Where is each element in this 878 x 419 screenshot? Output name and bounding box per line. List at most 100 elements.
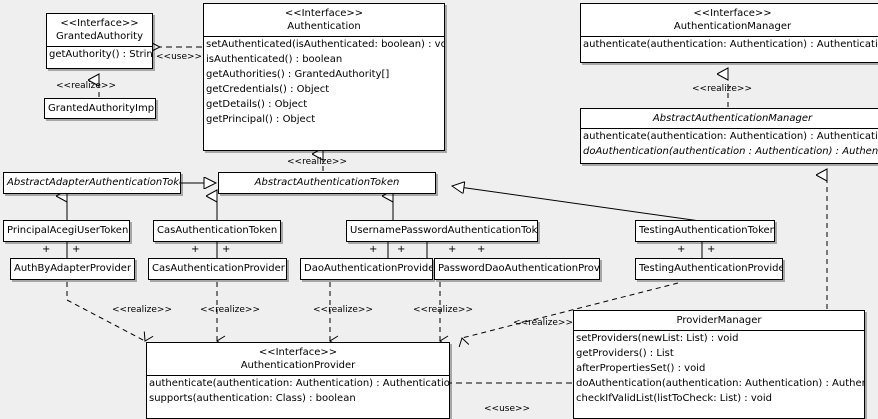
- class-header-authentication: <<Interface>> Authentication: [204, 4, 444, 36]
- stereotype-label: <<Interface>>: [258, 347, 338, 358]
- operations-compartment: authenticate(authentication: Authenticat…: [581, 37, 878, 52]
- class-name-label: Authentication: [287, 21, 361, 32]
- class-header-password-dao-authentication-provider: PasswordDaoAuthenticationProvider: [435, 259, 599, 278]
- class-name-label: AuthByAdapterProvider: [14, 263, 132, 274]
- class-authentication-manager[interactable]: <<Interface>> AuthenticationManager auth…: [580, 3, 878, 63]
- divider: [581, 36, 878, 37]
- operation-item: authenticate(authentication: Authenticat…: [583, 131, 878, 142]
- class-cas-authentication-provider[interactable]: CasAuthenticationProvider: [148, 258, 287, 280]
- class-header-granted-authority: <<Interface>> GrantedAuthority: [47, 14, 152, 46]
- class-cas-authentication-token[interactable]: CasAuthenticationToken: [153, 220, 281, 242]
- operation-item: getProviders() : List: [576, 348, 674, 359]
- class-name-label: AbstractAuthenticationToken: [254, 177, 400, 188]
- divider: [204, 36, 444, 37]
- class-name-label: AuthenticationProvider: [240, 360, 356, 371]
- class-name-label: TestingAuthenticationToken: [639, 225, 775, 236]
- class-abstract-authentication-token[interactable]: AbstractAuthenticationToken: [218, 172, 436, 194]
- operation-item: getCredentials() : Object: [206, 84, 330, 95]
- operation-item: afterPropertiesSet() : void: [576, 363, 706, 374]
- multiplicity-mark: +: [448, 244, 457, 255]
- multiplicity-mark: +: [707, 244, 716, 255]
- operations-compartment: setProviders(newList: List) : void getPr…: [574, 331, 864, 406]
- class-header-username-password-authentication-token: UsernamePasswordAuthenticationToken: [347, 221, 537, 240]
- class-authentication-provider[interactable]: <<Interface>> AuthenticationProvider aut…: [146, 342, 450, 419]
- operations-compartment: getAuthority() : String: [47, 47, 152, 62]
- class-header-dao-authentication-provider: DaoAuthenticationProvider: [301, 259, 432, 278]
- class-header-testing-authentication-token: TestingAuthenticationToken: [636, 221, 774, 240]
- multiplicity-mark: +: [397, 244, 406, 255]
- operation-item: getAuthorities() : GrantedAuthority[]: [206, 69, 390, 80]
- class-dao-authentication-provider[interactable]: DaoAuthenticationProvider: [300, 258, 433, 280]
- multiplicity-mark: +: [191, 244, 200, 255]
- class-name-label: AbstractAdapterAuthenticationToken: [7, 177, 181, 188]
- operation-item: authenticate(authentication: Authenticat…: [583, 39, 878, 50]
- class-testing-authentication-provider[interactable]: TestingAuthenticationProvider: [635, 258, 783, 280]
- multiplicity-mark: +: [677, 244, 686, 255]
- stereotype-label: <<Interface>>: [693, 8, 772, 19]
- class-name-label: CasAuthenticationToken: [157, 225, 278, 236]
- edge-label-realize-password-dao-provider: <<realize>>: [413, 305, 473, 315]
- operations-compartment: authenticate(authentication: Authenticat…: [581, 129, 878, 159]
- class-granted-authority[interactable]: <<Interface>> GrantedAuthority getAuthor…: [46, 13, 153, 69]
- edge-label-use-authentication-provider: <<use>>: [484, 404, 531, 414]
- operation-item: authenticate(authentication: Authenticat…: [149, 378, 449, 389]
- divider: [147, 375, 449, 376]
- operation-item: isAuthenticated() : boolean: [206, 54, 343, 65]
- edge-label-realize-granted-authority: <<realize>>: [56, 81, 116, 91]
- class-granted-authority-impl[interactable]: GrantedAuthorityImpl: [44, 98, 156, 119]
- class-header-testing-authentication-provider: TestingAuthenticationProvider: [636, 259, 782, 278]
- class-name-label: PasswordDaoAuthenticationProvider: [438, 263, 600, 274]
- class-provider-manager[interactable]: ProviderManager setProviders(newList: Li…: [573, 310, 865, 419]
- class-name-label: AuthenticationManager: [673, 21, 792, 32]
- operations-compartment: setAuthenticated(isAuthenticated: boolea…: [204, 37, 444, 127]
- edge-label-realize-authentication-manager: <<realize>>: [692, 84, 752, 94]
- operation-item: getAuthority() : String: [49, 49, 152, 60]
- class-header-abstract-adapter-authentication-token: AbstractAdapterAuthenticationToken: [4, 173, 180, 192]
- divider: [574, 330, 864, 331]
- class-header-authentication-provider: <<Interface>> AuthenticationProvider: [147, 343, 449, 375]
- class-name-label: PrincipalAcegiUserToken: [7, 225, 129, 236]
- stereotype-label: <<Interface>>: [60, 18, 139, 29]
- edge-label-realize-authentication: <<realize>>: [287, 157, 347, 167]
- operation-item: doAuthentication(authentication: Authent…: [576, 378, 864, 389]
- class-testing-authentication-token[interactable]: TestingAuthenticationToken: [635, 220, 775, 242]
- multiplicity-mark: +: [42, 244, 51, 255]
- class-authentication[interactable]: <<Interface>> Authentication setAuthenti…: [203, 3, 445, 151]
- divider: [47, 46, 152, 47]
- class-header-abstract-authentication-token: AbstractAuthenticationToken: [219, 173, 435, 192]
- class-principal-acegi-user-token[interactable]: PrincipalAcegiUserToken: [3, 220, 130, 242]
- edge-label-realize-dao-provider: <<realize>>: [313, 305, 373, 315]
- class-username-password-authentication-token[interactable]: UsernamePasswordAuthenticationToken: [346, 220, 538, 242]
- class-name-label: AbstractAuthenticationManager: [652, 113, 813, 124]
- edge-generalize-testing-token: [452, 186, 701, 222]
- class-name-label: TestingAuthenticationProvider: [639, 263, 783, 274]
- class-header-principal-acegi-user-token: PrincipalAcegiUserToken: [4, 221, 129, 240]
- multiplicity-mark: +: [222, 244, 231, 255]
- operation-item: setAuthenticated(isAuthenticated: boolea…: [206, 39, 444, 50]
- divider: [581, 128, 878, 129]
- class-name-label: CasAuthenticationProvider: [152, 263, 285, 274]
- class-name-label: GrantedAuthorityImpl: [48, 103, 156, 114]
- class-abstract-adapter-authentication-token[interactable]: AbstractAdapterAuthenticationToken: [3, 172, 181, 194]
- class-header-cas-authentication-provider: CasAuthenticationProvider: [149, 259, 286, 278]
- class-header-provider-manager: ProviderManager: [574, 311, 864, 330]
- operations-compartment: authenticate(authentication: Authenticat…: [147, 376, 449, 406]
- operation-item: getDetails() : Object: [206, 99, 308, 110]
- operation-item: supports(authentication: Class) : boolea…: [149, 393, 356, 404]
- edge-label-use-granted-authority: <<use>>: [156, 52, 203, 62]
- class-name-label: UsernamePasswordAuthenticationToken: [350, 225, 538, 236]
- class-name-label: ProviderManager: [676, 315, 762, 326]
- class-password-dao-authentication-provider[interactable]: PasswordDaoAuthenticationProvider: [434, 258, 600, 280]
- class-name-label: GrantedAuthority: [55, 31, 144, 42]
- edge-label-realize-cas-provider: <<realize>>: [200, 305, 260, 315]
- class-auth-by-adapter-provider[interactable]: AuthByAdapterProvider: [10, 258, 135, 280]
- edge-label-realize-auth-by-adapter: <<realize>>: [112, 305, 172, 315]
- multiplicity-mark: +: [72, 244, 81, 255]
- operation-item: checkIfValidList(listToCheck: List) : vo…: [576, 393, 773, 404]
- class-header-auth-by-adapter-provider: AuthByAdapterProvider: [11, 259, 134, 278]
- class-name-label: DaoAuthenticationProvider: [304, 263, 433, 274]
- class-header-granted-authority-impl: GrantedAuthorityImpl: [45, 99, 155, 118]
- multiplicity-mark: +: [369, 244, 378, 255]
- class-abstract-authentication-manager[interactable]: AbstractAuthenticationManager authentica…: [580, 108, 878, 164]
